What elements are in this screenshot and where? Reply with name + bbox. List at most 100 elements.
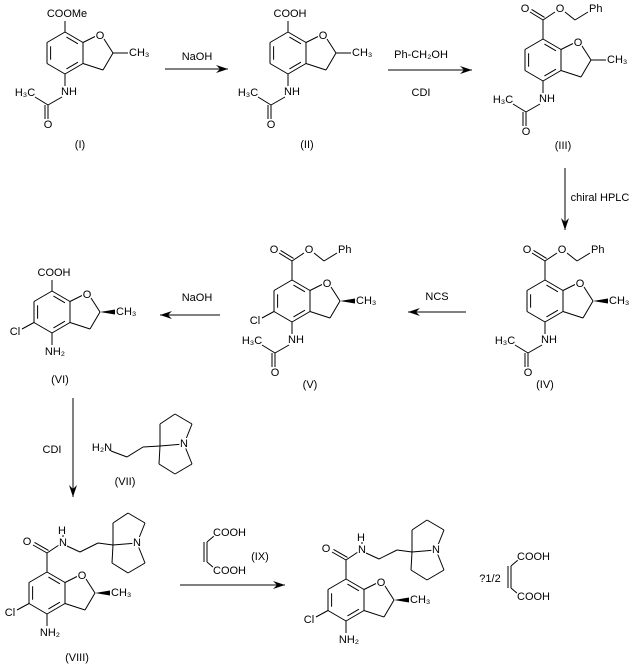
- bond: [47, 96, 63, 106]
- bond: [542, 11, 556, 21]
- amide-nh-label: NH: [284, 86, 300, 98]
- carbonyl-oxygen-label: O: [523, 244, 532, 256]
- bond: [426, 519, 445, 531]
- ring-bond: [33, 290, 53, 302]
- stereo-wedge-bond: [394, 597, 409, 603]
- ring-bond: [269, 31, 289, 43]
- bond: [174, 463, 193, 475]
- ring-bond: [327, 610, 347, 622]
- reagent-label: Ph-CH₂OH: [394, 49, 448, 61]
- bond: [562, 283, 577, 291]
- compound-label-IX: (IX): [251, 551, 269, 563]
- bond: [183, 443, 193, 465]
- methyl-label: CH₃: [607, 54, 627, 66]
- bond: [97, 542, 114, 546]
- amide-nh-label: NH: [61, 86, 77, 98]
- bond: [527, 344, 543, 354]
- ring-bond: [526, 279, 546, 291]
- carbonyl-oxygen-label: O: [270, 244, 279, 256]
- bond: [562, 311, 584, 319]
- bond: [127, 562, 146, 574]
- aromatic-bond: [289, 36, 302, 45]
- carboxyl-label: COOH: [38, 267, 71, 279]
- ring-bond: [345, 578, 365, 590]
- ring-nitrogen-label: N: [432, 544, 440, 556]
- bond: [576, 252, 591, 262]
- arrow-step-5: NaOH: [160, 291, 220, 319]
- ring-oxygen-label: O: [576, 278, 585, 290]
- bond: [66, 545, 81, 553]
- ring-bond: [28, 603, 48, 615]
- carbonyl-oxygen-label: O: [521, 3, 530, 15]
- bond: [16, 603, 30, 611]
- bond: [64, 603, 86, 611]
- bond: [330, 286, 341, 302]
- acetyl-methyl-label: H₃C: [238, 87, 258, 99]
- reagent-label: NaOH: [182, 51, 213, 63]
- bond: [64, 575, 79, 583]
- bond: [582, 300, 594, 319]
- carboxyl-label: COOH: [274, 8, 307, 20]
- stereo-wedge-bond: [95, 590, 110, 596]
- compound-label-III: (III): [555, 140, 572, 152]
- bond: [435, 529, 445, 551]
- ring-bond: [291, 311, 311, 323]
- bond: [270, 96, 286, 106]
- amide-nitrogen-label: N: [59, 537, 67, 549]
- bond: [315, 610, 329, 618]
- bond: [159, 443, 185, 447]
- carbonyl-oxygen-label: O: [524, 367, 533, 379]
- bond: [69, 322, 91, 330]
- bond: [84, 592, 96, 611]
- bond: [291, 252, 305, 262]
- bond: [126, 446, 144, 458]
- ring-oxygen-label: O: [96, 30, 105, 42]
- ring-bond: [526, 311, 546, 323]
- amine-label: H₂N: [92, 442, 112, 454]
- bond: [345, 551, 359, 561]
- bond: [103, 38, 114, 54]
- ring-bond: [327, 578, 347, 590]
- bond: [110, 450, 128, 458]
- bond: [363, 610, 385, 618]
- amino-label: NH₂: [45, 346, 65, 358]
- bond: [142, 445, 161, 448]
- bond: [313, 252, 325, 262]
- amide-hydrogen-label: H: [357, 532, 365, 544]
- amino-label: NH₂: [40, 627, 60, 639]
- chloro-label: Cl: [5, 607, 15, 619]
- acetyl-methyl-label: H₃C: [242, 335, 262, 347]
- reagent-label: CDI: [43, 444, 62, 456]
- bond: [581, 45, 592, 61]
- bond: [329, 300, 341, 319]
- bond: [525, 103, 541, 113]
- ring-bond: [345, 610, 365, 622]
- aromatic-bond: [293, 284, 306, 293]
- ring-bond: [64, 31, 84, 43]
- carboxyl-label: COOH: [517, 591, 550, 603]
- bond: [323, 252, 338, 262]
- aromatic-bond: [293, 309, 306, 318]
- conditions-label: CDI: [412, 87, 431, 99]
- compound-label-VII: (VII): [115, 476, 136, 488]
- methyl-label: CH₃: [116, 306, 136, 318]
- aromatic-bond: [347, 583, 360, 592]
- amide-nitrogen-label: N: [358, 544, 366, 556]
- chloro-label: Cl: [250, 315, 260, 327]
- arrow-step-1: NaOH: [165, 50, 228, 73]
- aromatic-bond: [544, 68, 557, 77]
- arrow-step-6: CDI: [41, 398, 77, 497]
- ring-bond: [291, 279, 311, 291]
- bond: [82, 35, 97, 43]
- carboxyl-label: COOH: [213, 565, 246, 577]
- amino-label: NH₂: [339, 634, 359, 646]
- bond: [363, 582, 378, 590]
- methyl-label: CH₃: [352, 47, 372, 59]
- bond: [111, 544, 114, 564]
- bond: [174, 413, 193, 425]
- bond: [261, 344, 276, 354]
